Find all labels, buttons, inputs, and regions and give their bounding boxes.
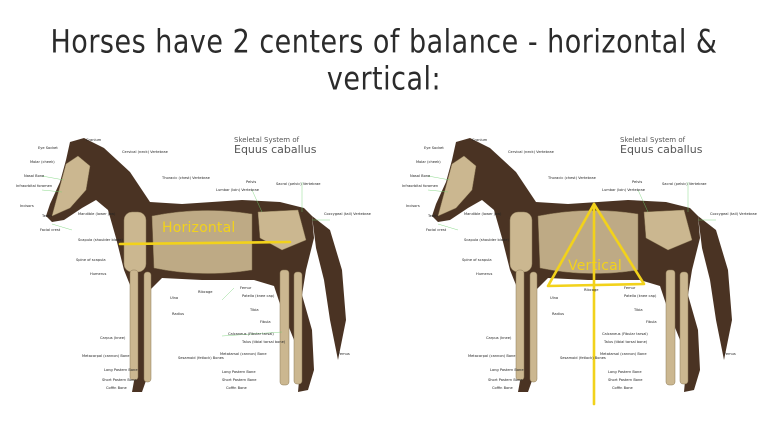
- label-facial-crest: Facial crest: [40, 228, 61, 232]
- label-molar: Molar (cheek): [30, 160, 55, 164]
- label-sacral: Sacral (pelvic) Vertebrae: [662, 182, 707, 186]
- label-scapula: Scapula (shoulder blade): [464, 238, 509, 242]
- leader-lines: [427, 175, 716, 231]
- sheet-title: Skeletal System of Equus caballus: [234, 136, 354, 156]
- label-talus: Talus (tibial tarsal bone): [604, 340, 648, 344]
- label-coccygeal: Coccygeal (tail) Vertebrae: [710, 212, 757, 216]
- label-thoracic: Thoracic (chest) Vertebrae: [548, 176, 596, 180]
- slide-title: Horses have 2 centers of balance - horiz…: [50, 24, 718, 98]
- label-nasal: Nasal Bone: [410, 174, 431, 178]
- label-femus: Femus: [338, 352, 350, 356]
- sheet-title-line1: Skeletal System of: [234, 136, 300, 144]
- label-coffin: Coffin Bone: [106, 386, 127, 390]
- skeleton-overlay: [437, 155, 693, 386]
- label-coffin-hind: Coffin Bone: [612, 386, 633, 390]
- label-metatarsal: Metatarsal (cannon) Bone: [600, 352, 647, 356]
- label-coffin-hind: Coffin Bone: [226, 386, 247, 390]
- sheet-title-line2: Equus caballus: [620, 143, 703, 156]
- label-thoracic: Thoracic (chest) Vertebrae: [162, 176, 210, 180]
- label-mandible: Mandible (lower jaw): [78, 212, 116, 216]
- label-infraorbital: Infraorbital foramen: [402, 184, 439, 188]
- label-mandible: Mandible (lower jaw): [464, 212, 502, 216]
- label-patella: Patella (knee cap): [242, 294, 275, 298]
- label-spine-scapula: Spine of scapula: [76, 258, 106, 262]
- label-short-pastern: Short Pastern Bone: [488, 378, 523, 382]
- horizontal-label: Horizontal: [162, 220, 236, 236]
- horse-skeleton-illustration: [427, 138, 732, 406]
- vertical-balance-triangle: [546, 202, 646, 406]
- label-sacral: Sacral (pelvic) Vertebrae: [276, 182, 321, 186]
- label-cervical: Cervical (neck) Vertebrae: [122, 150, 168, 154]
- horse-diagram-horizontal: Skeletal System of Equus caballus Horizo…: [12, 120, 371, 410]
- leader-lines: [41, 175, 330, 337]
- label-ulna: Ulna: [550, 296, 559, 300]
- horizontal-balance-line: [118, 240, 292, 246]
- label-short-pastern: Short Pastern Bone: [102, 378, 137, 382]
- label-carpus: Carpus (knee): [486, 336, 512, 340]
- label-scapula: Scapula (shoulder blade): [78, 238, 123, 242]
- label-eye-socket: Eye Socket: [424, 146, 444, 150]
- horse-diagram-vertical: Skeletal System of Equus caballus Vertic…: [398, 120, 757, 410]
- label-coccygeal: Coccygeal (tail) Vertebrae: [324, 212, 371, 216]
- label-ribcage: Ribcage: [584, 288, 599, 292]
- label-humerus: Humerus: [90, 272, 107, 276]
- label-metacarpal: Metacarpal (cannon) Bone: [468, 354, 516, 358]
- label-fibula: Fibula: [260, 320, 271, 324]
- label-carpus: Carpus (knee): [100, 336, 126, 340]
- vertical-label: Vertical: [568, 258, 623, 274]
- label-patella: Patella (knee cap): [624, 294, 657, 298]
- label-fibula: Fibula: [646, 320, 657, 324]
- label-femur: Femur: [240, 286, 252, 290]
- label-teeth: Teeth: [428, 214, 438, 218]
- label-sesamoid: Sesamoid (fetlock) Bones: [178, 356, 224, 360]
- label-sesamoid: Sesamoid (fetlock) Bones: [560, 356, 606, 360]
- label-ribcage: Ribcage: [198, 290, 213, 294]
- label-lumbar: Lumbar (loin) Vertebrae: [602, 188, 645, 192]
- label-coffin: Coffin Bone: [492, 386, 513, 390]
- label-incisors: Incisors: [20, 204, 34, 208]
- label-short-pastern-hind: Short Pastern Bone: [608, 378, 643, 382]
- label-lumbar: Lumbar (loin) Vertebrae: [216, 188, 259, 192]
- label-facial-crest: Facial crest: [426, 228, 447, 232]
- horse-skeleton-illustration: [41, 138, 346, 392]
- label-tibia: Tibia: [634, 308, 643, 312]
- label-metatarsal: Metatarsal (cannon) Bone: [220, 352, 267, 356]
- label-pelvis: Pelvis: [632, 180, 643, 184]
- label-cranium: Cranium: [472, 138, 488, 142]
- sheet-title: Skeletal System of Equus caballus: [620, 136, 740, 156]
- label-metacarpal: Metacarpal (cannon) Bone: [82, 354, 130, 358]
- label-long-pastern: Long Pastern Bone: [104, 368, 138, 372]
- label-teeth: Teeth: [42, 214, 52, 218]
- label-femus: Femus: [724, 352, 736, 356]
- label-cranium: Cranium: [86, 138, 102, 142]
- label-calcaneus: Calcaneus (Fibular tarsal): [602, 332, 648, 336]
- label-spine-scapula: Spine of scapula: [462, 258, 492, 262]
- sheet-title-line1: Skeletal System of: [620, 136, 686, 144]
- label-femur: Femur: [624, 286, 636, 290]
- label-cervical: Cervical (neck) Vertebrae: [508, 150, 554, 154]
- label-long-pastern-hind: Long Pastern Bone: [222, 370, 256, 374]
- label-ulna: Ulna: [170, 296, 179, 300]
- sheet-title-line2: Equus caballus: [234, 143, 317, 156]
- label-calcaneus: Calcaneus (Fibular tarsal): [228, 332, 274, 336]
- label-radius: Radius: [552, 312, 565, 316]
- label-humerus: Humerus: [476, 272, 493, 276]
- label-tibia: Tibia: [250, 308, 259, 312]
- label-radius: Radius: [172, 312, 185, 316]
- label-long-pastern: Long Pastern Bone: [490, 368, 524, 372]
- label-long-pastern-hind: Long Pastern Bone: [608, 370, 642, 374]
- label-short-pastern-hind: Short Pastern Bone: [222, 378, 257, 382]
- label-talus: Talus (tibial tarsal bone): [242, 340, 286, 344]
- label-infraorbital: Infraorbital foramen: [16, 184, 53, 188]
- label-nasal: Nasal Bone: [24, 174, 45, 178]
- skeleton-overlay: [51, 155, 307, 386]
- label-pelvis: Pelvis: [246, 180, 257, 184]
- label-eye-socket: Eye Socket: [38, 146, 58, 150]
- label-molar: Molar (cheek): [416, 160, 441, 164]
- label-incisors: Incisors: [406, 204, 420, 208]
